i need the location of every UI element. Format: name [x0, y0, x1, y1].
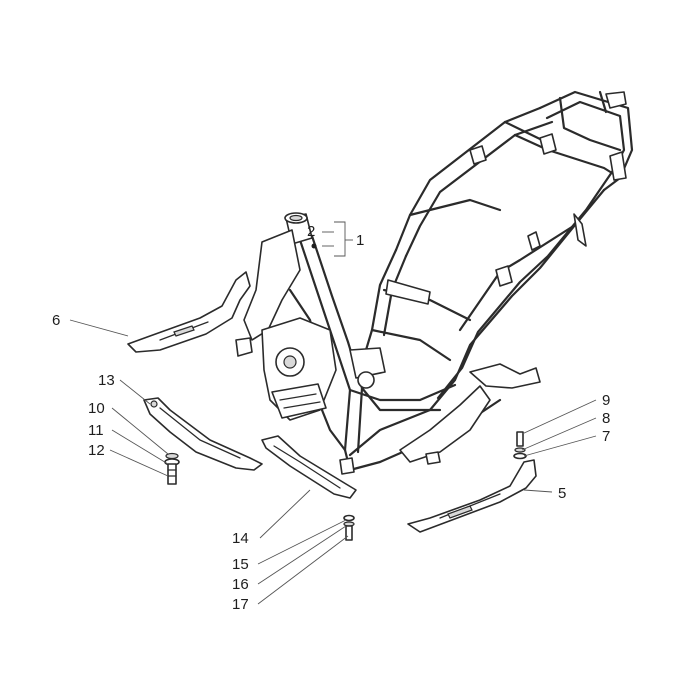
bolt-stack-right — [513, 431, 527, 460]
callout-9: 9 — [602, 392, 610, 409]
callout-11: 11 — [88, 422, 104, 439]
callout-15: 15 — [232, 556, 249, 573]
callout-13: 13 — [98, 372, 115, 389]
callout-1: 1 — [356, 232, 364, 249]
callout-8: 8 — [602, 410, 610, 427]
part-5-footrest-bracket — [407, 459, 537, 533]
leader-lines — [69, 221, 597, 605]
bolt-stack-center — [343, 514, 355, 541]
callout-2-dot — [311, 243, 317, 249]
callout-7: 7 — [602, 428, 610, 445]
callout-5: 5 — [558, 485, 566, 502]
callout-labels: 1 2 5 6 7 8 9 10 11 12 13 14 15 16 17 — [52, 223, 610, 613]
scooter-frame — [235, 90, 634, 475]
callout-12: 12 — [88, 442, 105, 459]
part-14-stand-bracket — [261, 435, 357, 499]
callout-16: 16 — [232, 576, 249, 593]
callout-14: 14 — [232, 530, 249, 547]
callout-6: 6 — [52, 312, 60, 329]
part-6-footrest-bracket — [127, 271, 251, 353]
part-13-lower-bracket — [143, 397, 263, 471]
callout-2: 2 — [307, 223, 315, 240]
bolt-stack-left — [164, 452, 180, 485]
callout-10: 10 — [88, 400, 105, 417]
callout-17: 17 — [232, 596, 249, 613]
